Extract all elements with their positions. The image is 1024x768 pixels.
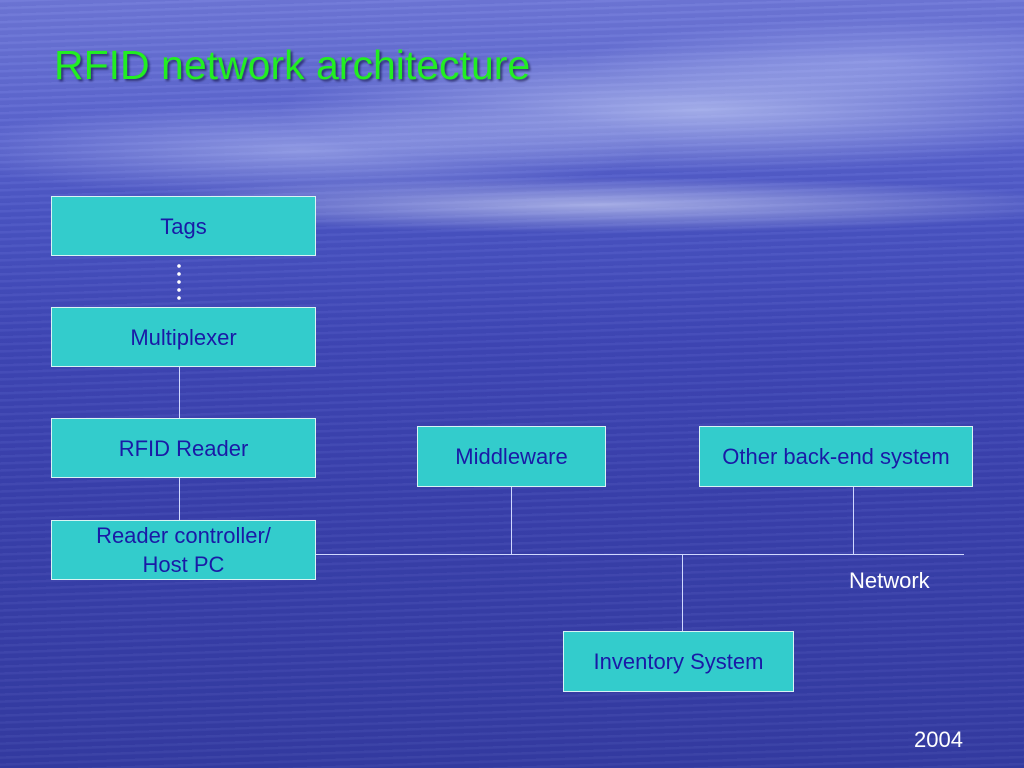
reader-controller-label-line1: Reader controller/ <box>96 523 271 548</box>
reader-controller-connector <box>179 478 180 520</box>
network-line <box>316 554 964 555</box>
inventory-network-connector <box>682 554 683 631</box>
other-backend-box: Other back-end system <box>699 426 973 487</box>
inventory-system-label: Inventory System <box>593 649 764 674</box>
middleware-label: Middleware <box>455 444 568 469</box>
inventory-system-box: Inventory System <box>563 631 794 692</box>
multiplexer-box: Multiplexer <box>51 307 316 367</box>
multiplexer-reader-connector <box>179 367 180 418</box>
reader-controller-label-line2: Host PC <box>142 552 225 577</box>
rfid-reader-label: RFID Reader <box>118 435 249 461</box>
slide-title: RFID network architecture <box>54 42 531 88</box>
middleware-network-connector <box>511 487 512 554</box>
rfid-reader-box: RFID Reader <box>51 418 316 478</box>
middleware-box: Middleware <box>417 426 606 487</box>
reader-controller-box: Reader controller/ Host PC <box>51 520 316 580</box>
year-label: 2004 <box>914 727 963 752</box>
network-label: Network <box>849 568 930 593</box>
tags-box: Tags <box>51 196 316 256</box>
tags-multiplexer-dotted-connector <box>177 262 181 302</box>
backend-network-connector <box>853 487 854 554</box>
tags-label: Tags <box>160 213 207 239</box>
other-backend-label: Other back-end system <box>722 444 950 469</box>
multiplexer-label: Multiplexer <box>130 324 237 350</box>
